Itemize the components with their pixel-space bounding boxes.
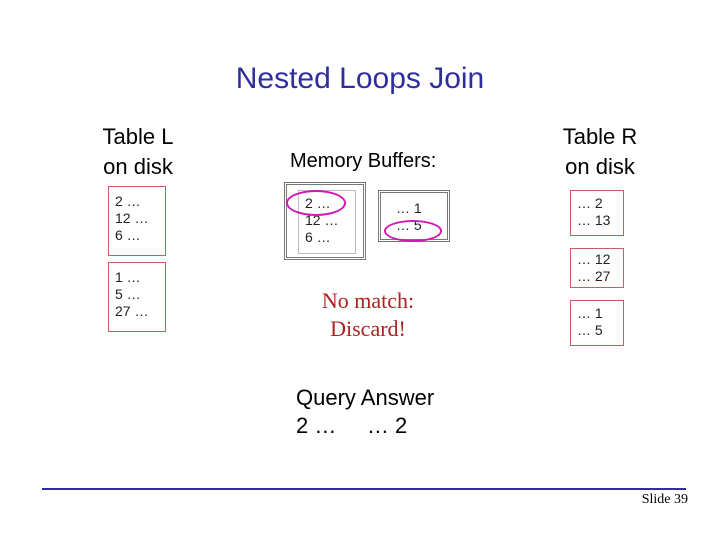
no-match-annotation: No match: Discard! <box>296 287 440 343</box>
table-l-heading-line1: Table L <box>102 124 174 149</box>
table-r-heading-line1: Table R <box>562 124 638 149</box>
query-answer-row: 2 … … 2 <box>296 413 408 438</box>
page-title: Nested Loops Join <box>235 62 485 95</box>
table-l-heading: Table L on disk <box>78 122 198 182</box>
table-l-heading-line2: on disk <box>103 154 173 179</box>
list-item: 2 … <box>115 193 141 209</box>
table-l-page-2: 1 … 5 … 27 … <box>108 262 166 332</box>
list-item: … 12 <box>577 251 611 267</box>
list-item: … 1 <box>577 305 603 321</box>
query-answer-heading: Query Answer <box>296 385 435 410</box>
list-item: 12 … <box>305 212 339 228</box>
list-item: … 5 <box>577 322 603 338</box>
query-answer: Query Answer 2 … … 2 <box>296 384 516 440</box>
table-l-page-1: 2 … 12 … 6 … <box>108 186 166 256</box>
list-item: … 13 <box>577 212 611 228</box>
list-item: 27 … <box>115 303 149 319</box>
highlight-oval-l <box>286 190 346 216</box>
list-item: 6 … <box>305 229 331 245</box>
table-r-page-1: … 2 … 13 <box>570 190 624 236</box>
memory-buffer-frame <box>284 182 366 260</box>
list-item: … 1 <box>396 200 422 216</box>
list-item: 5 … <box>115 286 141 302</box>
annotation-line1: No match: <box>321 288 415 313</box>
footer-rule <box>42 488 686 490</box>
table-r-heading-line2: on disk <box>565 154 635 179</box>
list-item: … 27 <box>577 268 611 284</box>
memory-buffers-heading: Memory Buffers: <box>290 150 437 172</box>
list-item: 1 … <box>115 269 141 285</box>
list-item: 6 … <box>115 227 141 243</box>
table-r-heading: Table R on disk <box>540 122 660 182</box>
slide-number: Slide 39 <box>641 492 688 507</box>
annotation-line2: Discard! <box>330 316 406 341</box>
highlight-oval-r <box>384 220 442 242</box>
list-item: … 2 <box>577 195 603 211</box>
table-r-page-2: … 12 … 27 <box>570 248 624 288</box>
list-item: 12 … <box>115 210 149 226</box>
table-r-page-3: … 1 … 5 <box>570 300 624 346</box>
